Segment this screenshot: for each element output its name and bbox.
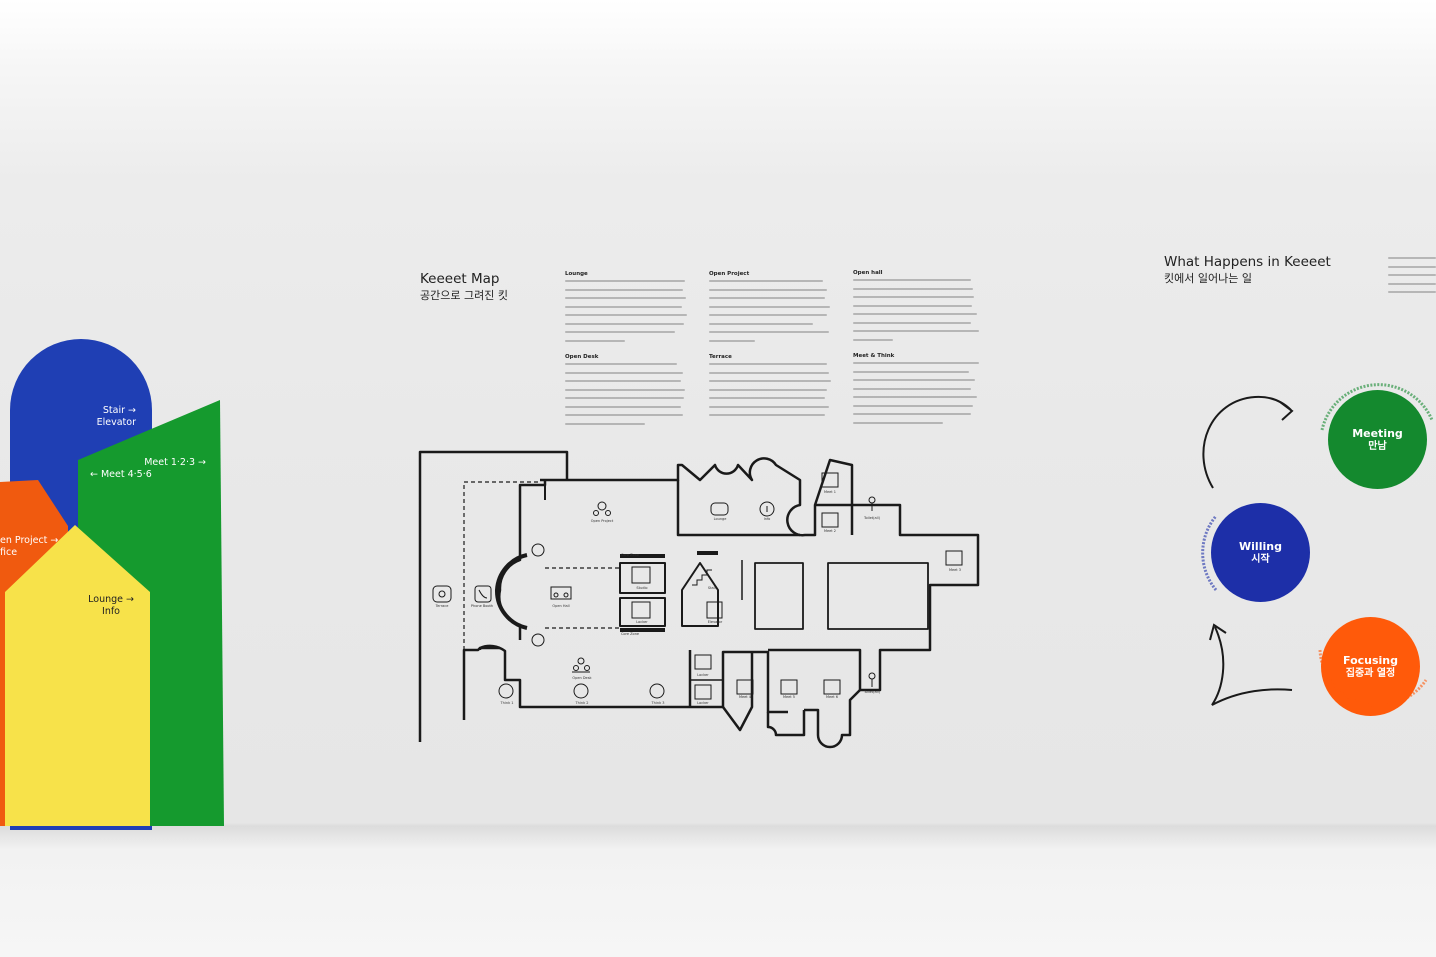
open-project-plan-label: Open Project bbox=[590, 519, 614, 523]
toilet-bottom-plan-label: Toilet(all) bbox=[864, 690, 880, 694]
phone-booth-icon bbox=[474, 585, 492, 603]
meet3-plan-label: Meet 3 bbox=[948, 568, 962, 572]
meet4-plan-label: Meet 4 bbox=[738, 695, 752, 699]
locker3-plan-label: Locker bbox=[697, 701, 709, 705]
pin-icon bbox=[531, 543, 545, 647]
lounge-plan-label: Lounge bbox=[713, 517, 727, 521]
open-hall-plan-label: Open Hall bbox=[552, 604, 570, 608]
happens-side-text bbox=[1388, 257, 1436, 300]
happens-title: What Happens in Keeeet 킷에서 일어나는 일 bbox=[1164, 254, 1331, 285]
stair-icon bbox=[692, 569, 712, 586]
lounge-info-sign bbox=[5, 525, 150, 826]
meet-label: Meet 1·2·3 → ← Meet 4·5·6 bbox=[90, 457, 206, 480]
open-hall-icon bbox=[550, 586, 572, 600]
phone-booth-plan-label: Phone Booth bbox=[470, 604, 494, 608]
info-plan-label: Info bbox=[763, 517, 771, 521]
elevator-plan-label: Elevator bbox=[707, 620, 723, 624]
lounge-icon bbox=[710, 502, 729, 516]
locker-icon bbox=[631, 601, 712, 700]
open-desk-block: Open Desk bbox=[565, 353, 690, 431]
info-icon bbox=[759, 501, 775, 517]
think2-plan-label: Think 2 bbox=[575, 701, 589, 705]
core-zone-bottom-label: Core Zone bbox=[620, 632, 640, 636]
meeting-circle: Meeting 만남 bbox=[1328, 390, 1427, 489]
studio-plan-label: Studio bbox=[636, 586, 648, 590]
meet1-plan-label: Meet 1 bbox=[823, 490, 837, 494]
terrace-block: Terrace bbox=[709, 353, 834, 423]
open-project-icon bbox=[593, 501, 611, 516]
core-zone-top-label: Core Zone bbox=[620, 553, 640, 557]
toilet-top-plan-label: Toilet(all) bbox=[864, 516, 880, 520]
locker2-plan-label: Locker bbox=[697, 673, 709, 677]
think1-plan-label: Think 1 bbox=[500, 701, 514, 705]
stair-elevator-label: Stair → Elevator bbox=[96, 405, 136, 428]
meet-room-icon bbox=[736, 472, 963, 695]
open-desk-icon bbox=[572, 657, 590, 673]
meet5-plan-label: Meet 5 bbox=[782, 695, 796, 699]
open-desk-plan-label: Open Desk bbox=[572, 676, 592, 680]
elevator-icon bbox=[706, 601, 723, 619]
arrow-to-willing-icon bbox=[1211, 626, 1293, 706]
map-title: Keeeet Map 공간으로 그려진 킷 bbox=[420, 271, 508, 302]
open-project-label: en Project → fice bbox=[0, 535, 59, 558]
studio-icon bbox=[631, 566, 651, 584]
think3-plan-label: Think 3 bbox=[651, 701, 665, 705]
toilet-icon bbox=[868, 496, 876, 687]
meet-think-block: Meet & Think bbox=[853, 352, 979, 430]
open-hall-block: Open hall bbox=[853, 269, 979, 347]
lounge-info-label: Lounge → Info bbox=[88, 594, 134, 617]
stair-plan-label: Stair bbox=[707, 586, 717, 590]
open-project-block: Open Project bbox=[709, 270, 834, 348]
meet2-plan-label: Meet 2 bbox=[823, 529, 837, 533]
willing-circle: Willing 시작 bbox=[1211, 503, 1310, 602]
meet6-plan-label: Meet 6 bbox=[825, 695, 839, 699]
locker-plan-label: Locker bbox=[636, 620, 648, 624]
terrace-icon bbox=[432, 585, 452, 603]
focusing-circle: Focusing 집중과 열정 bbox=[1321, 617, 1420, 716]
lounge-block: Lounge bbox=[565, 270, 690, 348]
think-icon bbox=[498, 683, 665, 699]
terrace-plan-label: Terrace bbox=[435, 604, 449, 608]
